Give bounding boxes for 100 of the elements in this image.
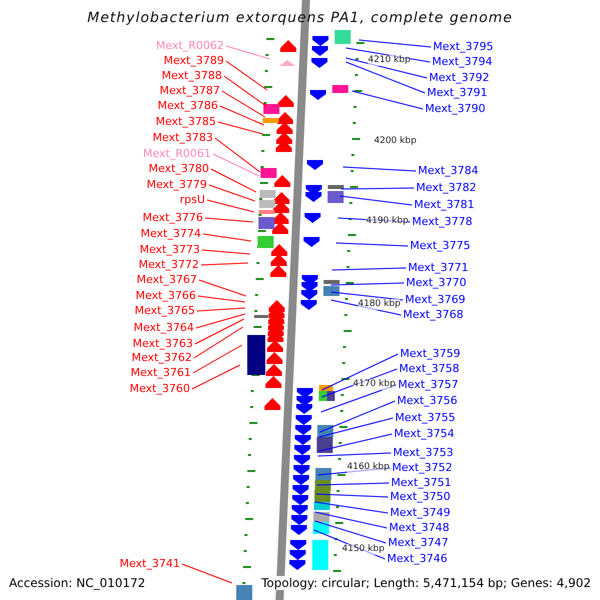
gene-label: Mext_3757 <box>398 378 458 391</box>
gene-label: Mext_3747 <box>388 536 448 549</box>
gene-label: Mext_3749 <box>390 506 450 519</box>
accession-text: Accession: NC_010172 <box>9 576 146 590</box>
gene-label: Mext_3764 <box>134 321 194 334</box>
gene-label: Mext_R0062 <box>156 39 224 52</box>
gene-label: Mext_3791 <box>427 86 488 99</box>
leader-line <box>194 318 244 344</box>
gene-label: Mext_3766 <box>136 289 196 302</box>
gene-label: Mext_3765 <box>134 304 195 317</box>
leader-line <box>192 364 240 390</box>
leader-line <box>320 384 396 412</box>
scale-tick-label: 4160 kbp <box>347 462 390 473</box>
leader-line <box>330 282 404 286</box>
gene-label: Mext_3753 <box>393 446 454 459</box>
leader-line <box>202 234 252 242</box>
leader-line <box>342 166 416 172</box>
leader-line <box>336 242 408 246</box>
leader-line <box>192 344 242 374</box>
leader-line <box>214 138 260 172</box>
gene-label: Mext_3794 <box>432 55 492 68</box>
leader-line <box>314 520 386 544</box>
gene-label: Mext_3775 <box>410 239 470 252</box>
leader-line <box>352 90 424 110</box>
leader-line <box>322 368 398 398</box>
gene-label: Mext_R0061 <box>142 147 211 160</box>
gene-label: Mext_3762 <box>132 351 192 364</box>
gene-label: Mext_3782 <box>416 181 476 194</box>
leader-line <box>318 468 390 476</box>
gene-label: Mext_3792 <box>429 71 490 84</box>
gene-label: Mext_3778 <box>412 215 472 228</box>
gene-label: Mext_3780 <box>148 162 209 175</box>
gene-label: Mext_3756 <box>397 394 458 407</box>
gene-label: Mext_3754 <box>394 427 454 440</box>
leader-line <box>320 400 396 432</box>
gene-label: Mext_3771 <box>408 261 468 274</box>
gene-label: Mext_3790 <box>425 102 486 115</box>
leader-line <box>198 296 246 302</box>
leader-line <box>220 106 264 126</box>
leader-line <box>226 46 270 60</box>
leader-line <box>330 300 402 316</box>
gene-label: Mext_3767 <box>136 273 197 286</box>
leader-line <box>208 184 256 202</box>
gene-label: Mext_3779 <box>146 178 207 191</box>
gene-label: Mext_3755 <box>395 411 456 424</box>
leader-line <box>210 168 256 192</box>
gene-label: Mext_3774 <box>140 227 201 240</box>
leader-line <box>212 154 260 176</box>
scale-tick-label: 4170 kbp <box>353 379 396 390</box>
leader-line <box>200 262 248 266</box>
leader-line <box>318 452 392 456</box>
leader-line <box>346 48 430 62</box>
gene-label: Mext_3741 <box>120 557 180 570</box>
gene-label: Mext_3788 <box>162 69 222 82</box>
gene-label: Mext_3761 <box>130 366 191 379</box>
leader-line <box>182 564 232 584</box>
gene-label: Mext_3781 <box>414 198 474 211</box>
leader-line <box>318 418 394 438</box>
leader-line <box>314 530 386 560</box>
scale-tick-label: 4210 kbp <box>368 55 410 66</box>
leader-line <box>340 188 414 190</box>
gene-label: Mext_3795 <box>433 40 494 53</box>
leader-line <box>316 482 390 486</box>
scale-tick-label: 4200 kbp <box>374 136 416 147</box>
genome-info-text: Topology: circular; Length: 5,471,154 bp; Genes: 4,902 <box>261 576 591 590</box>
gene-label: Mext_3769 <box>405 293 466 306</box>
leader-line <box>202 250 250 254</box>
leader-line <box>206 200 254 212</box>
gene-label: Mext_3773 <box>140 243 200 256</box>
gene-label: Mext_3772 <box>138 258 199 271</box>
gene-label: rpsU <box>180 193 205 206</box>
map-title: Methylobacterium extorquens PA1, complete genome <box>86 10 514 27</box>
gene-label: Mext_3748 <box>389 521 450 534</box>
leader-line <box>226 60 268 90</box>
gene-label: Mext_3752 <box>392 461 452 474</box>
leader-line <box>322 354 398 390</box>
leader-line <box>196 314 246 328</box>
leader-line <box>196 308 246 312</box>
gene-label: Mext_3785 <box>156 115 216 128</box>
leader-line <box>194 326 244 358</box>
leader-line <box>358 40 432 48</box>
leader-line <box>204 218 254 222</box>
leader-line <box>330 292 404 300</box>
gene-label: Mext_3789 <box>164 54 224 67</box>
gene-label: Mext_3770 <box>406 276 466 289</box>
gene-label: Mext_3786 <box>158 99 218 112</box>
gene-label: Mext_3784 <box>418 164 478 177</box>
gene-label: Mext_3763 <box>132 337 193 350</box>
leader-line <box>332 268 406 270</box>
leader-line <box>218 122 264 134</box>
leader-line <box>318 434 392 452</box>
scale-tick-label: 4180 kbp <box>358 299 400 310</box>
leader-line <box>224 76 266 106</box>
leader-line <box>222 90 266 118</box>
gene-label: Mext_3751 <box>391 476 452 489</box>
gene-label: Mext_3776 <box>142 211 203 224</box>
leader-line <box>346 62 426 94</box>
gene-label: Mext_3768 <box>403 308 464 321</box>
gene-label: Mext_3758 <box>399 362 460 375</box>
scale-tick-label: 4190 kbp <box>366 216 408 227</box>
